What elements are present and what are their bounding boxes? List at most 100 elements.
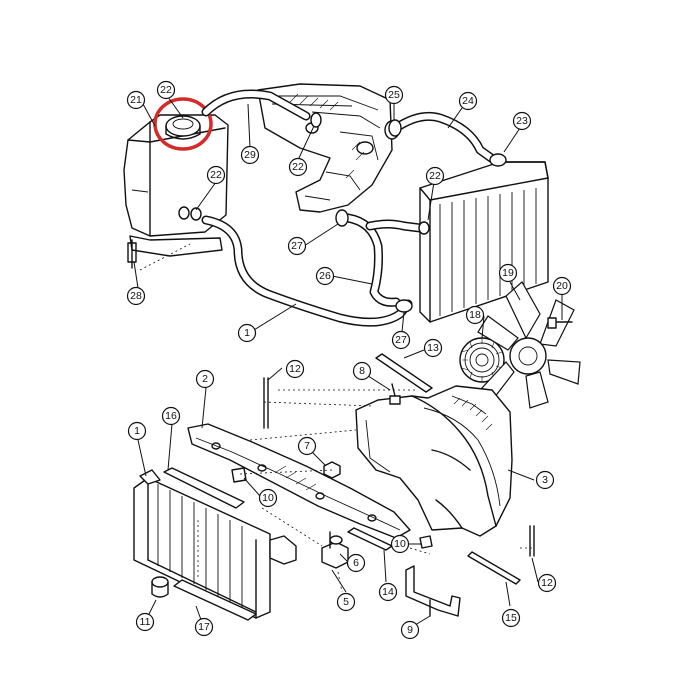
- callout-28: 28: [126, 286, 146, 306]
- radiator: [133, 469, 297, 619]
- nut-7: [323, 461, 341, 479]
- seal-strip-16: [163, 467, 245, 509]
- svg-text:15: 15: [505, 612, 517, 624]
- callout-20: 20: [552, 276, 572, 296]
- pressure-cap-highlight-ring: [153, 97, 213, 151]
- support-rod-12-right: [529, 525, 535, 557]
- svg-text:24: 24: [462, 95, 474, 107]
- svg-text:19: 19: [502, 267, 514, 279]
- callout-23: 23: [512, 111, 532, 131]
- callout-16: 16: [161, 406, 181, 426]
- hose-24-upper-radiator: [384, 111, 507, 167]
- callout-19: 19: [498, 263, 518, 283]
- svg-text:20: 20: [556, 280, 568, 292]
- svg-text:14: 14: [382, 586, 394, 598]
- svg-text:22: 22: [292, 161, 304, 173]
- callout-6: 6: [346, 553, 366, 573]
- svg-text:10: 10: [262, 492, 274, 504]
- engine-block: [257, 83, 393, 213]
- support-rod-12-left: [263, 377, 269, 429]
- callout-21: 21: [126, 90, 146, 110]
- callout-2: 2: [195, 369, 215, 389]
- leader-lines: [133, 96, 563, 629]
- svg-text:9: 9: [407, 624, 413, 636]
- cooling-fan: [477, 281, 581, 409]
- seal-strip-15: [467, 551, 521, 585]
- svg-text:27: 27: [395, 334, 407, 346]
- callouts: 21 22 29 22 25 24 23 22 22 27 26 28 1 27…: [126, 80, 572, 640]
- svg-text:5: 5: [343, 596, 349, 608]
- clip-10-left: [231, 467, 247, 483]
- svg-text:6: 6: [353, 557, 359, 569]
- svg-text:26: 26: [319, 270, 331, 282]
- callout-25: 25: [384, 85, 404, 105]
- radiator-inlet-hose: [365, 219, 425, 233]
- radiator-isolator: [321, 531, 349, 569]
- svg-text:29: 29: [244, 149, 256, 161]
- upper-support-bracket: [187, 423, 411, 539]
- isolator-11: [151, 576, 169, 598]
- svg-text:8: 8: [359, 365, 365, 377]
- callout-22-cap: 22: [156, 80, 176, 100]
- svg-text:22: 22: [429, 170, 441, 182]
- callout-10-right: 10: [390, 534, 410, 554]
- callout-17: 17: [194, 617, 214, 637]
- pressure-cap: [165, 115, 201, 140]
- svg-text:2: 2: [202, 373, 208, 385]
- upper-radiator: [419, 161, 549, 323]
- fan-bolt: [547, 317, 573, 329]
- callout-13: 13: [423, 338, 443, 358]
- svg-text:27: 27: [291, 240, 303, 252]
- callout-10-left: 10: [258, 488, 278, 508]
- callout-27-upper: 27: [287, 236, 307, 256]
- svg-text:7: 7: [304, 440, 310, 452]
- callout-29: 29: [240, 145, 260, 165]
- callout-26: 26: [315, 266, 335, 286]
- callout-8: 8: [352, 361, 372, 381]
- callout-22-engine: 22: [288, 157, 308, 177]
- svg-text:13: 13: [427, 342, 439, 354]
- callout-14: 14: [378, 582, 398, 602]
- svg-text:12: 12: [289, 363, 301, 375]
- fan-shroud: [355, 385, 513, 537]
- hose-29: [201, 89, 311, 121]
- svg-text:28: 28: [130, 290, 142, 302]
- seal-strip-17: [173, 579, 257, 621]
- callout-12-upper: 12: [285, 359, 305, 379]
- svg-text:10: 10: [394, 538, 406, 550]
- callout-27-lower: 27: [391, 330, 411, 350]
- clip-10-right: [419, 535, 433, 549]
- callout-9: 9: [400, 620, 420, 640]
- callout-15: 15: [501, 608, 521, 628]
- svg-text:22: 22: [210, 169, 222, 181]
- callout-5: 5: [336, 592, 356, 612]
- callout-7: 7: [297, 436, 317, 456]
- svg-text:16: 16: [165, 410, 177, 422]
- callout-22-radiator: 22: [425, 166, 445, 186]
- svg-text:25: 25: [388, 89, 400, 101]
- svg-text:11: 11: [140, 616, 151, 628]
- hose-26-lower: [343, 213, 401, 307]
- callout-18: 18: [465, 305, 485, 325]
- svg-text:22: 22: [160, 84, 172, 96]
- callout-22-tank: 22: [206, 165, 226, 185]
- callout-3: 3: [535, 470, 555, 490]
- svg-text:1: 1: [134, 425, 140, 437]
- svg-text:17: 17: [198, 621, 210, 633]
- callout-11: 11: [135, 612, 155, 632]
- svg-text:1: 1: [244, 327, 250, 339]
- svg-text:23: 23: [516, 115, 528, 127]
- hose-clamps: [178, 112, 430, 313]
- svg-text:18: 18: [469, 309, 481, 321]
- fan-clutch: [459, 337, 505, 383]
- seal-strip-13: [375, 353, 433, 393]
- svg-text:12: 12: [541, 577, 553, 589]
- callout-12-lower: 12: [537, 573, 557, 593]
- callout-24: 24: [458, 91, 478, 111]
- bolt-8: [389, 383, 401, 405]
- svg-text:21: 21: [130, 94, 142, 106]
- callout-1-hose: 1: [237, 323, 257, 343]
- svg-text:3: 3: [542, 474, 548, 486]
- callout-1-radiator: 1: [127, 421, 147, 441]
